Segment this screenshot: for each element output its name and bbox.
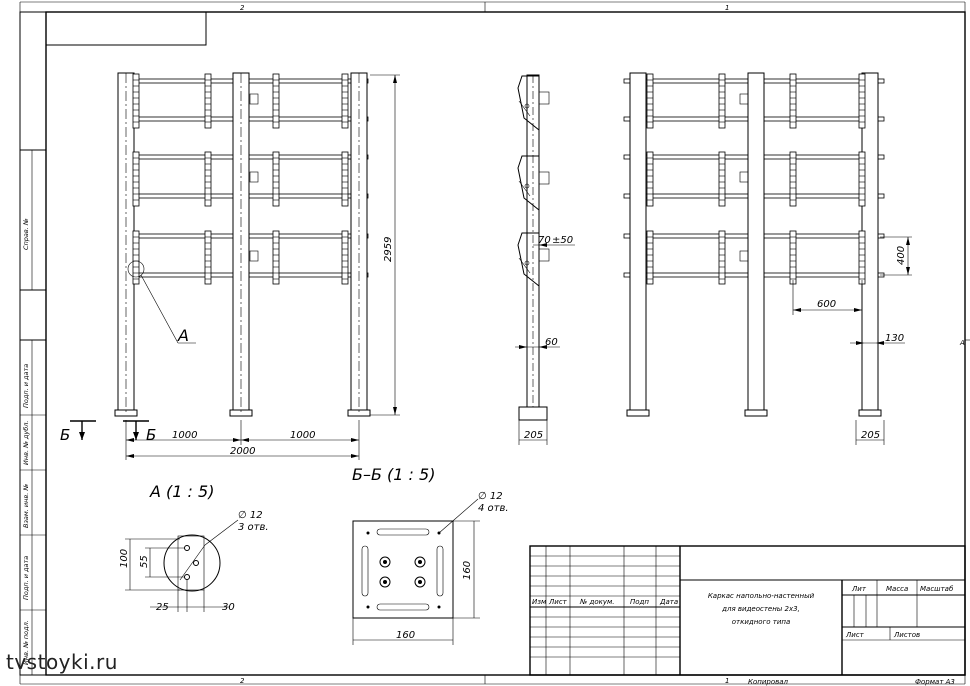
detail-a-holes-count: 3 отв. (238, 522, 269, 533)
section-bb: Б–Б (1 : 5) ∅ 12 4 отв. 160 160 (352, 465, 509, 645)
tb-col-doc: № докум. (579, 598, 615, 606)
zone-label: 2 (240, 4, 245, 12)
dim-side-tolerance: ±50 (552, 235, 573, 246)
stamp-sprav: Справ. № (22, 218, 30, 250)
tb-lit: Лит (851, 585, 867, 593)
dim-height: 2959 (383, 237, 394, 262)
watermark: tvstoyki.ru (6, 650, 118, 674)
tb-name-line3: откидного типа (732, 618, 791, 626)
detail-a-dim-100: 100 (119, 549, 130, 568)
tb-name-line2: для видеостены 2х3, (721, 605, 800, 613)
front-frame-structure (114, 72, 371, 417)
section-mark-right: Б (146, 426, 156, 444)
zone-label: 1 (725, 4, 729, 12)
tb-listov: Листов (893, 631, 920, 639)
dim-rear-offset: 130 (885, 333, 904, 344)
tb-name-line1: Каркас напольно-настенный (708, 592, 815, 600)
rear-frame-structure (623, 72, 885, 417)
dim-span-left: 1000 (172, 430, 197, 441)
dim-side-base: 205 (524, 430, 543, 441)
tb-massa: Масса (886, 585, 908, 593)
rear-view: 400 600 130 205 (623, 72, 912, 445)
side-view: 70 ±50 60 205 (515, 74, 575, 445)
tb-masshtab: Масштаб (920, 585, 954, 593)
front-view: 2959 1000 1000 2000 А Б Б (60, 72, 400, 460)
section-mark-left: Б (60, 426, 70, 444)
dim-total: 2000 (230, 446, 255, 457)
dim-span-right: 1000 (290, 430, 315, 441)
side-brackets (517, 75, 550, 287)
detail-a-dim-30: 30 (222, 602, 235, 613)
dim-rear-vertical: 400 (896, 246, 907, 265)
side-stamp-column: Справ. № Подп. и дата Инв. № дубл. Взам.… (19, 149, 47, 676)
detail-a: А (1 : 5) ∅ 12 3 отв. 100 55 25 30 (119, 482, 269, 613)
zone-label: A (959, 339, 965, 347)
tb-col-izm: Изм (532, 598, 547, 606)
callout-a: А (177, 326, 189, 345)
dim-rear-horizontal: 600 (817, 299, 836, 310)
detail-a-dim-25: 25 (156, 602, 169, 613)
section-bb-dim-horizontal: 160 (396, 630, 415, 641)
stamp-inv-podl: Инв. № подл. (22, 620, 30, 665)
detail-a-title: А (1 : 5) (149, 482, 214, 501)
stamp-podp-data-1: Подп. и дата (22, 364, 30, 408)
stamp-inv-dubl: Инв. № дубл. (22, 421, 30, 465)
stamp-podp-data-2: Подп. и дата (22, 556, 30, 600)
title-block: Изм Лист № докум. Подп Дата Лит Масса Ма… (529, 545, 966, 686)
zone-label: 2 (240, 677, 245, 685)
dim-side-depth: 60 (545, 337, 558, 348)
sheet-frame: 2 1 2 1 A (19, 1, 970, 685)
section-bb-title: Б–Б (1 : 5) (352, 465, 435, 484)
tb-format: Формат А3 (915, 678, 955, 686)
tb-col-podp: Подп (630, 598, 649, 606)
section-bb-dim-vertical: 160 (462, 561, 473, 580)
detail-a-dim-55: 55 (139, 555, 150, 568)
section-bb-holes: ∅ 12 (478, 491, 503, 502)
stamp-vzam-inv: Взам. инв. № (22, 484, 30, 528)
tb-col-data: Дата (659, 598, 678, 606)
dim-rear-base: 205 (861, 430, 880, 441)
zone-label: 1 (725, 677, 729, 685)
tb-list: Лист (845, 631, 865, 639)
tb-kopiroval: Копировал (748, 678, 789, 686)
detail-a-holes: ∅ 12 (238, 510, 263, 521)
dim-side-offset: 70 (538, 235, 551, 246)
section-bb-holes-count: 4 отв. (478, 503, 509, 514)
tb-col-list: Лист (548, 598, 568, 606)
